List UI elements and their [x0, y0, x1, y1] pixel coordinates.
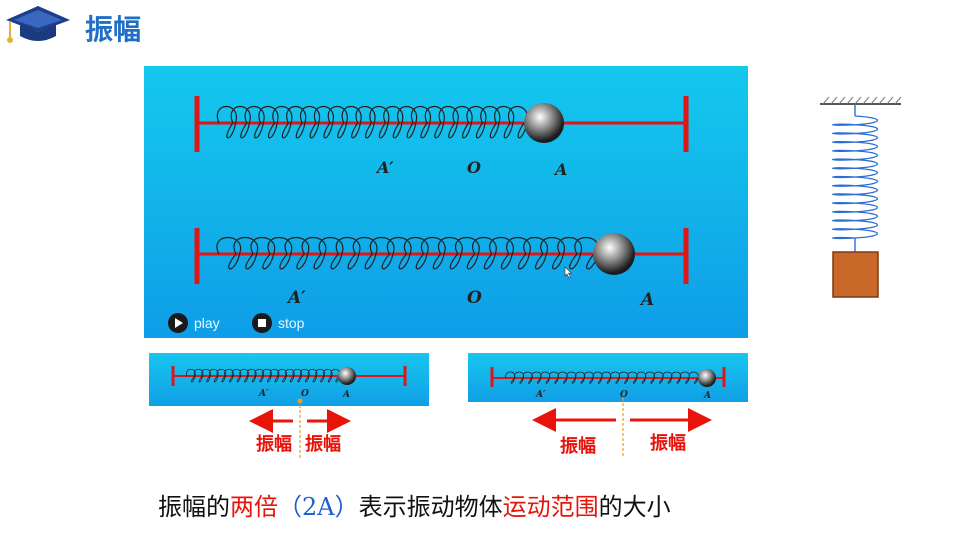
label-a: A — [555, 160, 568, 179]
amplitude-label: 振幅 — [256, 434, 292, 455]
animation-scene-1 — [194, 96, 689, 152]
amplitude-label: 振幅 — [560, 436, 596, 457]
stop-icon — [252, 313, 272, 333]
amplitude-label: 振幅 — [305, 434, 341, 455]
stop-label: stop — [278, 315, 305, 331]
label-a: A — [343, 390, 350, 400]
spring-animation-panel: A′ O A A′ O A play stop — [144, 66, 748, 338]
label-o: O — [467, 158, 481, 177]
label-o: O — [620, 390, 628, 400]
label-a-prime: A′ — [536, 390, 546, 400]
caption-part: 的大小 — [598, 493, 671, 521]
label-a-prime: A′ — [259, 389, 269, 399]
oscillating-ball — [698, 369, 716, 387]
animation-scene-2 — [194, 228, 689, 284]
spring-coil — [505, 371, 699, 384]
page-title: 振幅 — [85, 13, 142, 46]
amplitude-diagram-right: A′ O A — [468, 353, 748, 402]
label-a: A — [704, 391, 711, 401]
play-button[interactable]: play — [168, 313, 220, 333]
amplitude-diagram-left: A′ O A — [149, 353, 429, 406]
amplitude-label: 振幅 — [650, 433, 686, 454]
play-icon — [168, 313, 188, 333]
spring-coil — [831, 115, 878, 240]
hanging-block — [832, 251, 879, 298]
vertical-spring-diagram — [820, 96, 902, 298]
label-a-prime: A′ — [377, 158, 394, 177]
caption: 振幅的两倍（2A）表示振动物体运动范围的大小 — [158, 487, 671, 522]
play-label: play — [194, 315, 220, 331]
label-a-prime: A′ — [288, 288, 306, 308]
stop-button[interactable]: stop — [252, 313, 304, 333]
oscillating-ball — [593, 233, 635, 275]
mouse-cursor-icon — [564, 266, 573, 279]
graduation-cap-icon — [6, 6, 70, 43]
label-o: O — [301, 389, 309, 399]
label-o: O — [467, 288, 482, 308]
label-a: A — [641, 290, 655, 310]
caption-part: 表示振动物体 — [358, 493, 503, 521]
caption-part: 振幅的 — [158, 493, 230, 521]
caption-part: （2A） — [278, 493, 359, 521]
oscillating-ball — [524, 103, 564, 143]
oscillating-ball — [338, 367, 356, 385]
caption-highlight: 两倍 — [230, 493, 278, 521]
caption-highlight: 运动范围 — [502, 493, 599, 521]
spring-coil — [186, 368, 341, 383]
spring-coil — [216, 236, 600, 270]
spring-coil — [216, 106, 529, 139]
